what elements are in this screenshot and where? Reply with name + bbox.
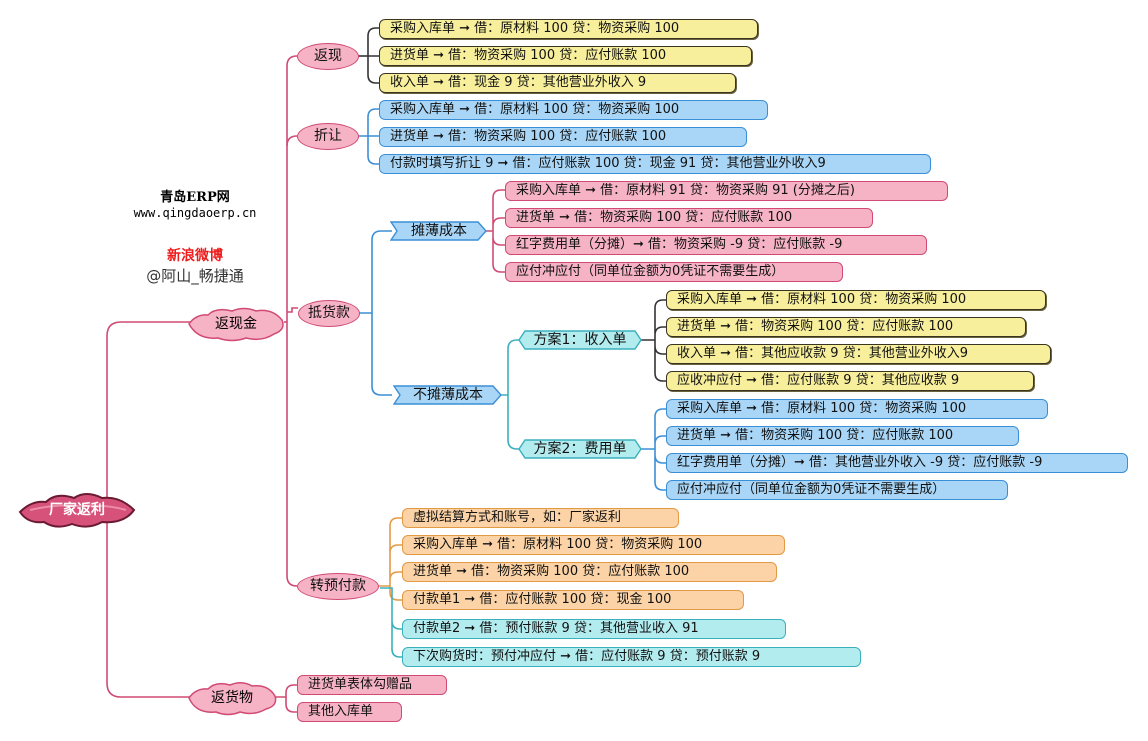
- weibo-handle: @阿山_畅捷通: [146, 267, 244, 285]
- offset-payment-node[interactable]: 抵货款: [298, 300, 360, 327]
- prepayment-item[interactable]: 下次购货时：预付冲应付 ➞ 借：应付账款 9 贷：预付账款 9: [402, 647, 861, 667]
- hexagon-shape-icon: [518, 439, 642, 459]
- allocate-item[interactable]: 红字费用单（分摊）➞ 借：物资采购 -9 贷：应付账款 -9: [505, 235, 927, 255]
- discount-item[interactable]: 进货单 ➞ 借：物资采购 100 贷：应付账款 100: [379, 127, 747, 147]
- prepayment-item[interactable]: 进货单 ➞ 借：物资采购 100 贷：应付账款 100: [402, 562, 777, 582]
- plan2-node[interactable]: 方案2：费用单: [518, 439, 642, 459]
- cashback-item[interactable]: 采购入库单 ➞ 借：原材料 100 贷：物资采购 100: [379, 19, 758, 39]
- plan1-item[interactable]: 收入单 ➞ 借：其他应收款 9 贷：其他营业外收入9: [666, 344, 1051, 364]
- root-label: 厂家返利: [49, 502, 105, 518]
- no-allocate-label: 不摊薄成本: [413, 387, 483, 403]
- plan2-item[interactable]: 应付冲应付（同单位金额为0凭证不需要生成）: [666, 480, 1008, 500]
- cloud-shape-icon: [18, 493, 136, 528]
- allocate-item[interactable]: 应付冲应付（同单位金额为0凭证不需要生成）: [505, 262, 843, 282]
- return-goods-item[interactable]: 进货单表体勾赠品: [297, 675, 447, 695]
- prepayment-item[interactable]: 采购入库单 ➞ 借：原材料 100 贷：物资采购 100: [402, 535, 785, 555]
- return-goods-node[interactable]: 返货物: [186, 680, 278, 716]
- weibo-label: 新浪微博: [167, 248, 223, 264]
- cashback-item[interactable]: 收入单 ➞ 借：现金 9 贷：其他营业外收入 9: [379, 73, 736, 93]
- chevron-shape-icon: [393, 385, 502, 405]
- site-name: 青岛ERP网: [160, 190, 230, 205]
- prepayment-node[interactable]: 转预付款: [297, 573, 379, 600]
- return-goods-item[interactable]: 其他入库单: [297, 702, 402, 722]
- offset-payment-label: 抵货款: [308, 305, 350, 321]
- cashback-node[interactable]: 返现: [297, 43, 359, 70]
- plan1-node[interactable]: 方案1：收入单: [518, 330, 642, 350]
- plan1-item[interactable]: 应收冲应付 ➞ 借：应付账款 9 贷：其他应收款 9: [666, 371, 1034, 391]
- cashback-item[interactable]: 进货单 ➞ 借：物资采购 100 贷：应付账款 100: [379, 46, 752, 66]
- prepayment-item[interactable]: 付款单2 ➞ 借：预付账款 9 贷：其他营业收入 91: [402, 619, 786, 639]
- allocate-label: 摊薄成本: [411, 223, 467, 239]
- plan2-label: 方案2：费用单: [533, 441, 627, 457]
- site-url: www.qingdaoerp.cn: [133, 206, 257, 220]
- no-allocate-node[interactable]: 不摊薄成本: [393, 385, 503, 405]
- hexagon-shape-icon: [518, 330, 642, 350]
- return-goods-label: 返货物: [211, 690, 253, 706]
- cloud-shape-icon: [188, 682, 277, 716]
- discount-label: 折让: [314, 128, 342, 144]
- prepayment-item[interactable]: 付款单1 ➞ 借：应付账款 100 贷：现金 100: [402, 590, 744, 610]
- allocate-node[interactable]: 摊薄成本: [390, 221, 488, 241]
- return-cash-label: 返现金: [215, 316, 257, 332]
- discount-item[interactable]: 付款时填写折让 9 ➞ 借：应付账款 100 贷：现金 91 贷：其他营业外收入…: [379, 154, 931, 174]
- plan1-item[interactable]: 采购入库单 ➞ 借：原材料 100 贷：物资采购 100: [666, 290, 1046, 310]
- allocate-item[interactable]: 采购入库单 ➞ 借：原材料 91 贷：物资采购 91 (分摊之后): [505, 181, 948, 201]
- plan2-item[interactable]: 进货单 ➞ 借：物资采购 100 贷：应付账款 100: [666, 426, 1019, 446]
- root-node[interactable]: 厂家返利: [16, 490, 138, 530]
- discount-node[interactable]: 折让: [297, 123, 359, 150]
- plan1-label: 方案1：收入单: [533, 332, 627, 348]
- prepayment-label: 转预付款: [310, 578, 366, 594]
- plan2-item[interactable]: 采购入库单 ➞ 借：原材料 100 贷：物资采购 100: [666, 399, 1048, 419]
- chevron-shape-icon: [390, 221, 487, 241]
- prepayment-item[interactable]: 虚拟结算方式和账号，如：厂家返利: [402, 508, 679, 528]
- discount-item[interactable]: 采购入库单 ➞ 借：原材料 100 贷：物资采购 100: [379, 100, 768, 120]
- return-cash-node[interactable]: 返现金: [186, 306, 286, 342]
- plan1-item[interactable]: 进货单 ➞ 借：物资采购 100 贷：应付账款 100: [666, 317, 1026, 337]
- cloud-shape-icon: [188, 307, 284, 342]
- allocate-item[interactable]: 进货单 ➞ 借：物资采购 100 贷：应付账款 100: [505, 208, 873, 228]
- cashback-label: 返现: [314, 48, 342, 64]
- plan2-item[interactable]: 红字费用单（分摊）➞ 借：其他营业外收入 -9 贷：应付账款 -9: [666, 453, 1128, 473]
